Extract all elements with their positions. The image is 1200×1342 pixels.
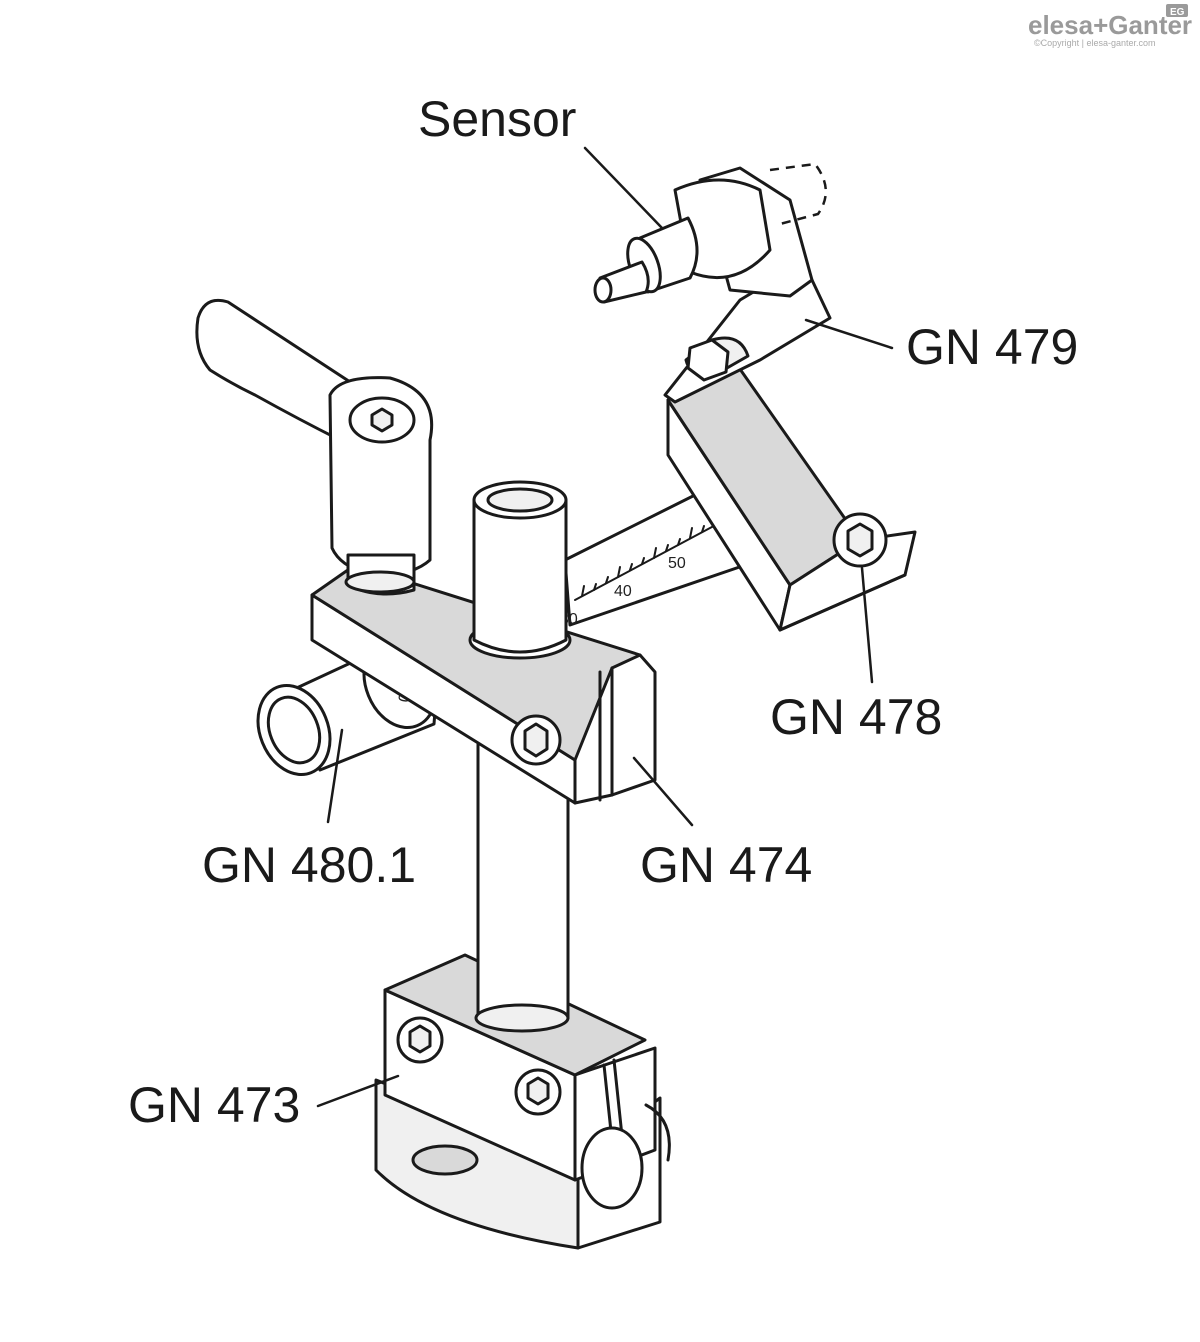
sensor-body (593, 162, 827, 304)
leader-gn474 (632, 756, 694, 827)
leader-gn478 (860, 566, 874, 684)
label-sensor: Sensor (418, 91, 576, 147)
cam-lever-handle (195, 298, 434, 596)
label-gn474: GN 474 (640, 837, 812, 893)
logo-badge (1166, 4, 1188, 17)
leader-lines (316, 146, 894, 1108)
label-gn480-1: GN 480.1 (202, 837, 416, 893)
swivel-clamp-gn478 (666, 360, 917, 632)
logo-brand-text: elesa+Ganter (1028, 10, 1192, 40)
leader-gn479 (804, 318, 894, 350)
logo-badge-text: EG (1170, 7, 1185, 18)
scale-tick-50: 50 (668, 555, 686, 572)
callout-labels: Sensor GN 479 GN 478 GN 474 GN 480.1 GN … (128, 91, 1078, 1133)
label-gn478: GN 478 (770, 689, 942, 745)
leader-sensor (583, 146, 664, 230)
scale-tick-40: 40 (614, 583, 632, 600)
vertical-rod (474, 718, 570, 1033)
label-gn473: GN 473 (128, 1077, 300, 1133)
brand-logo: elesa+Ganter EG ©Copyright | elesa-gante… (1028, 4, 1192, 48)
leader-gn473 (316, 1074, 400, 1108)
leader-gn480-1 (326, 728, 344, 824)
label-gn479: GN 479 (906, 319, 1078, 375)
vertical-rod-top (472, 480, 568, 654)
logo-copyright: ©Copyright | elesa-ganter.com (1034, 38, 1156, 48)
